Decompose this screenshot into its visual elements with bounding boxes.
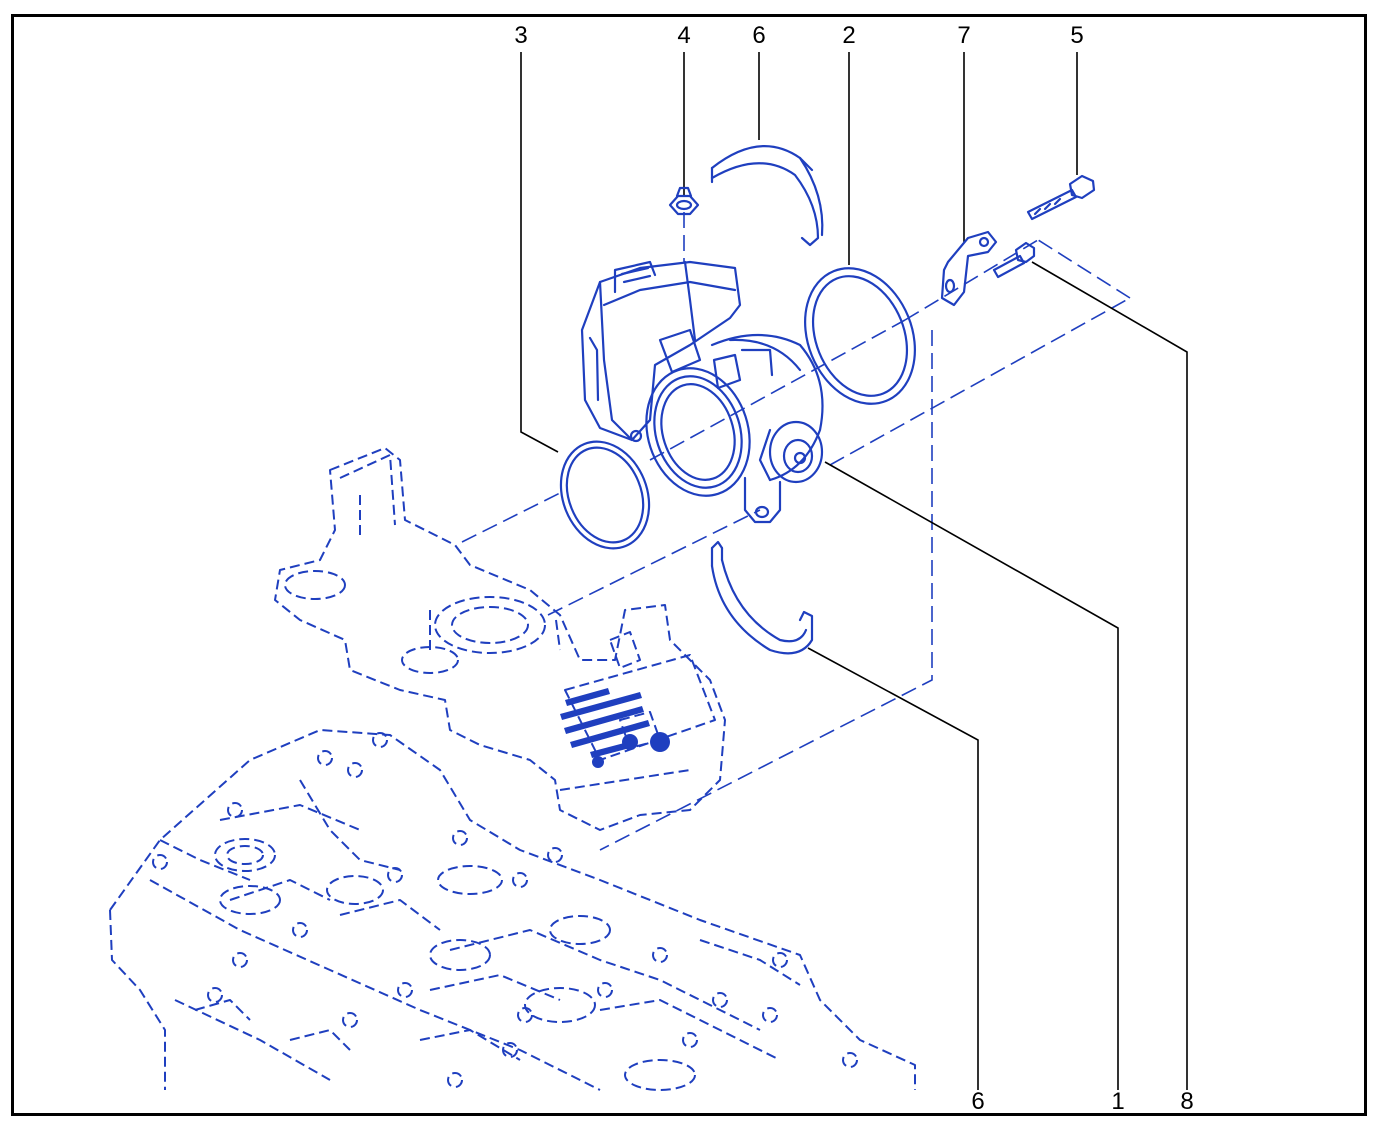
callout-1: 1 — [1111, 1088, 1125, 1115]
bracket — [940, 230, 998, 307]
head-bolt-circles — [152, 732, 858, 1088]
callout-2: 2 — [842, 22, 856, 49]
clamp-half-lower — [710, 540, 814, 655]
seal-ring-large — [804, 267, 916, 405]
nut — [668, 186, 700, 216]
leader-lines — [520, 52, 1188, 1090]
callout-7: 7 — [957, 22, 971, 49]
leader-6-bottom — [807, 647, 979, 1090]
bolt-short — [992, 241, 1036, 279]
callout-5: 5 — [1070, 22, 1084, 49]
callout-3: 3 — [514, 22, 528, 49]
leader-1 — [824, 461, 1119, 1090]
diagram-frame — [11, 14, 1367, 1116]
alignment-lines — [461, 212, 1131, 851]
clamp-half-upper — [710, 145, 824, 247]
seal-ring-small — [559, 440, 651, 550]
cylinder-head-outline — [109, 729, 916, 1091]
intake-manifold-outline — [274, 447, 726, 831]
leader-3 — [520, 52, 559, 453]
callout-6-bottom: 6 — [971, 1088, 985, 1115]
throttle-body — [580, 260, 824, 524]
callout-8: 8 — [1180, 1088, 1194, 1115]
leader-8 — [1031, 261, 1188, 1090]
label-plate-text-marks — [560, 688, 670, 768]
callout-4: 4 — [677, 22, 691, 49]
callout-6-top: 6 — [752, 22, 766, 49]
bolt-long — [1026, 174, 1096, 221]
